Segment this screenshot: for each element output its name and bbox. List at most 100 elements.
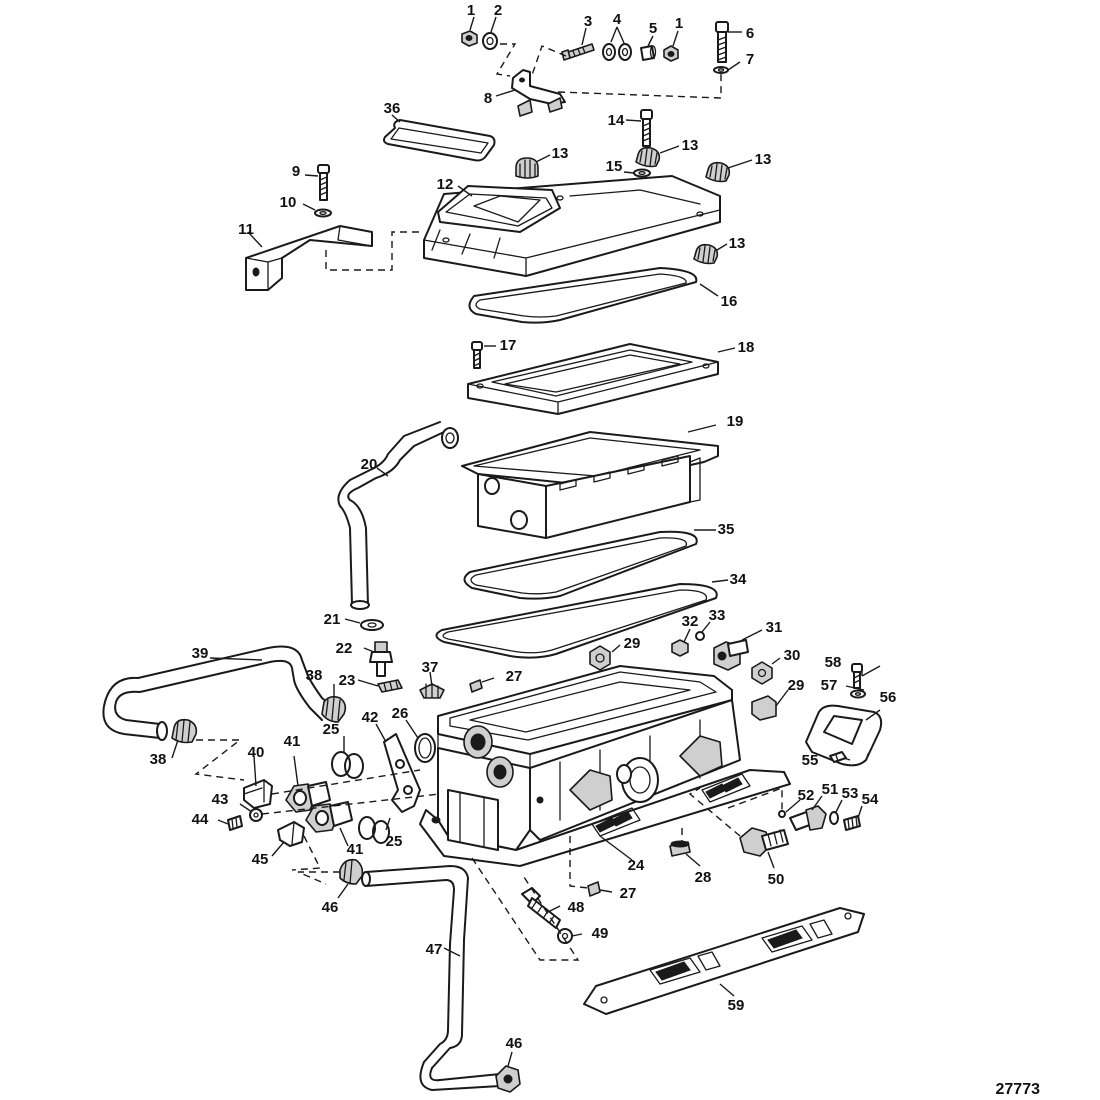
callout-36: 36 bbox=[384, 100, 401, 117]
dashed-guide-bracket-11 bbox=[325, 231, 422, 271]
callout-1-second: 1 bbox=[675, 15, 683, 32]
gasket-part-34 bbox=[435, 583, 718, 659]
washers-part-4 bbox=[602, 43, 632, 61]
callout-55: 55 bbox=[802, 752, 819, 769]
callout-29-b: 29 bbox=[788, 677, 805, 694]
dashed-guide-clamp-46 bbox=[297, 871, 340, 885]
callout-37: 37 bbox=[422, 659, 439, 676]
callout-6: 6 bbox=[746, 25, 754, 42]
callout-4: 4 bbox=[613, 11, 622, 28]
washer-part-15 bbox=[633, 168, 651, 178]
callout-42: 42 bbox=[362, 709, 379, 726]
clamp-part-13a bbox=[515, 157, 539, 179]
dashed-guide-top-left bbox=[495, 43, 517, 77]
leader-lines bbox=[171, 16, 881, 1067]
callout-16: 16 bbox=[721, 293, 738, 310]
callout-25-a: 25 bbox=[323, 721, 340, 738]
callout-24: 24 bbox=[628, 857, 645, 874]
hose-part-20 bbox=[337, 421, 459, 610]
fitting-part-29a bbox=[589, 645, 611, 671]
callout-51: 51 bbox=[822, 781, 839, 798]
callout-12: 12 bbox=[437, 176, 454, 193]
bolt-part-14 bbox=[640, 109, 653, 147]
callout-57: 57 bbox=[821, 677, 838, 694]
dashed-guide-plug-27b bbox=[569, 836, 589, 889]
clamp-part-13b bbox=[635, 146, 661, 168]
callout-30: 30 bbox=[784, 647, 801, 664]
bolt-part-6 bbox=[715, 21, 729, 63]
callout-38-a: 38 bbox=[306, 667, 323, 684]
hose-part-47 bbox=[361, 865, 501, 1091]
callout-13-b: 13 bbox=[682, 137, 699, 154]
elbow-part-40 bbox=[243, 779, 273, 809]
callout-2: 2 bbox=[494, 2, 502, 19]
washer-part-7 bbox=[713, 66, 729, 74]
callout-44: 44 bbox=[192, 811, 209, 828]
plate-part-18 bbox=[467, 343, 719, 415]
bolt-part-44 bbox=[227, 815, 243, 831]
callout-3: 3 bbox=[584, 13, 592, 30]
washer-part-43 bbox=[249, 808, 263, 822]
o-rings-part-25b bbox=[358, 816, 390, 844]
fitting-part-50 bbox=[739, 827, 789, 857]
callout-20: 20 bbox=[361, 456, 378, 473]
callout-13-c: 13 bbox=[755, 151, 772, 168]
sensor-part-31 bbox=[713, 639, 749, 671]
callout-23: 23 bbox=[339, 672, 356, 689]
clip-part-37 bbox=[419, 683, 445, 699]
washer-part-57 bbox=[850, 689, 866, 699]
fitting-part-41a bbox=[285, 781, 331, 813]
callout-52: 52 bbox=[798, 787, 815, 804]
dashed-guide-bolt-48 bbox=[471, 857, 580, 961]
clamp-part-13d bbox=[693, 243, 719, 265]
callout-17: 17 bbox=[500, 337, 517, 354]
bracket-part-8 bbox=[511, 69, 566, 117]
clamp-part-38a bbox=[321, 695, 347, 723]
nut-part-1b bbox=[663, 45, 679, 62]
callout-14: 14 bbox=[608, 112, 625, 129]
callout-41-b: 41 bbox=[347, 841, 364, 858]
clamp-part-38b bbox=[171, 718, 198, 744]
dashed-guide-hose-39 bbox=[194, 739, 245, 781]
clamp-part-46b bbox=[495, 1065, 521, 1093]
callout-13-a: 13 bbox=[552, 145, 569, 162]
clip-part-23 bbox=[377, 679, 403, 693]
o-ring-part-21 bbox=[360, 619, 384, 631]
plate-part-42 bbox=[383, 733, 421, 813]
dashed-guide-fitting-45 bbox=[291, 835, 322, 871]
callout-28: 28 bbox=[695, 869, 712, 886]
callout-32: 32 bbox=[682, 613, 699, 630]
callout-46-a: 46 bbox=[322, 899, 339, 916]
figure-number: 27773 bbox=[996, 1081, 1041, 1098]
callout-45: 45 bbox=[252, 851, 269, 868]
plug-part-27a bbox=[469, 679, 483, 693]
gasket-part-36 bbox=[383, 119, 496, 162]
stud-part-3 bbox=[561, 43, 595, 61]
fitting-part-32 bbox=[671, 639, 689, 657]
callout-27-a: 27 bbox=[506, 668, 523, 685]
bolt-part-17 bbox=[471, 341, 483, 369]
callout-15: 15 bbox=[606, 158, 623, 175]
dashed-guide-top-stud bbox=[530, 45, 567, 79]
callout-19: 19 bbox=[727, 413, 744, 430]
gasket-part-35 bbox=[463, 530, 698, 600]
clamp-part-46a bbox=[339, 858, 364, 885]
o-ring-part-26 bbox=[414, 733, 436, 763]
callout-10: 10 bbox=[280, 194, 297, 211]
cover-part-12 bbox=[423, 175, 721, 277]
callout-41-a: 41 bbox=[284, 733, 301, 750]
callout-53: 53 bbox=[842, 785, 859, 802]
washer-part-2 bbox=[482, 32, 498, 50]
manifold-part-24 bbox=[419, 665, 791, 867]
gasket-part-16 bbox=[468, 267, 698, 324]
washer-part-53 bbox=[829, 811, 839, 825]
callout-38-b: 38 bbox=[150, 751, 167, 768]
callout-33: 33 bbox=[709, 607, 726, 624]
callout-13-d: 13 bbox=[729, 235, 746, 252]
callout-25-b: 25 bbox=[386, 833, 403, 850]
callout-40: 40 bbox=[248, 744, 265, 761]
callout-5: 5 bbox=[649, 20, 657, 37]
callout-11: 11 bbox=[238, 221, 254, 238]
o-rings-part-25a bbox=[331, 751, 364, 779]
